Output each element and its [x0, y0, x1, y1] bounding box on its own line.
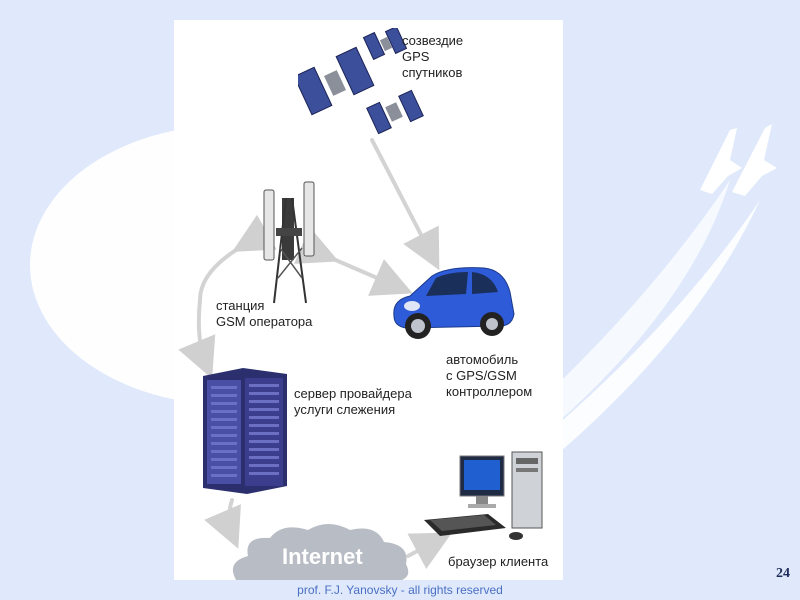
internet-label: Internet [282, 544, 363, 569]
page-number: 24 [776, 566, 790, 581]
cell-tower-icon [263, 181, 315, 304]
computer-icon [424, 451, 543, 540]
gsm-station-label: станция GSM оператора [216, 298, 313, 329]
internet-cloud-icon [232, 524, 409, 580]
arrow-satellite-to-car [370, 138, 440, 271]
arrow-station-server [178, 214, 277, 379]
server-label: сервер провайдера услуги слежения [294, 386, 412, 417]
car-icon [393, 267, 515, 339]
arrow-internet-client [406, 532, 453, 569]
client-label: браузер клиента [448, 554, 549, 569]
arrow-station-car [294, 227, 413, 296]
jet-icon [700, 124, 777, 196]
satellites-label: созвездие GPS спутников [402, 33, 464, 80]
server-icon [203, 368, 287, 494]
car-label: автомобиль с GPS/GSM контроллером [446, 352, 533, 399]
arrow-server-internet [204, 498, 241, 549]
copyright-text: prof. F.J. Yanovsky - all rights reserve… [297, 583, 503, 597]
satellite-icon [298, 28, 424, 135]
